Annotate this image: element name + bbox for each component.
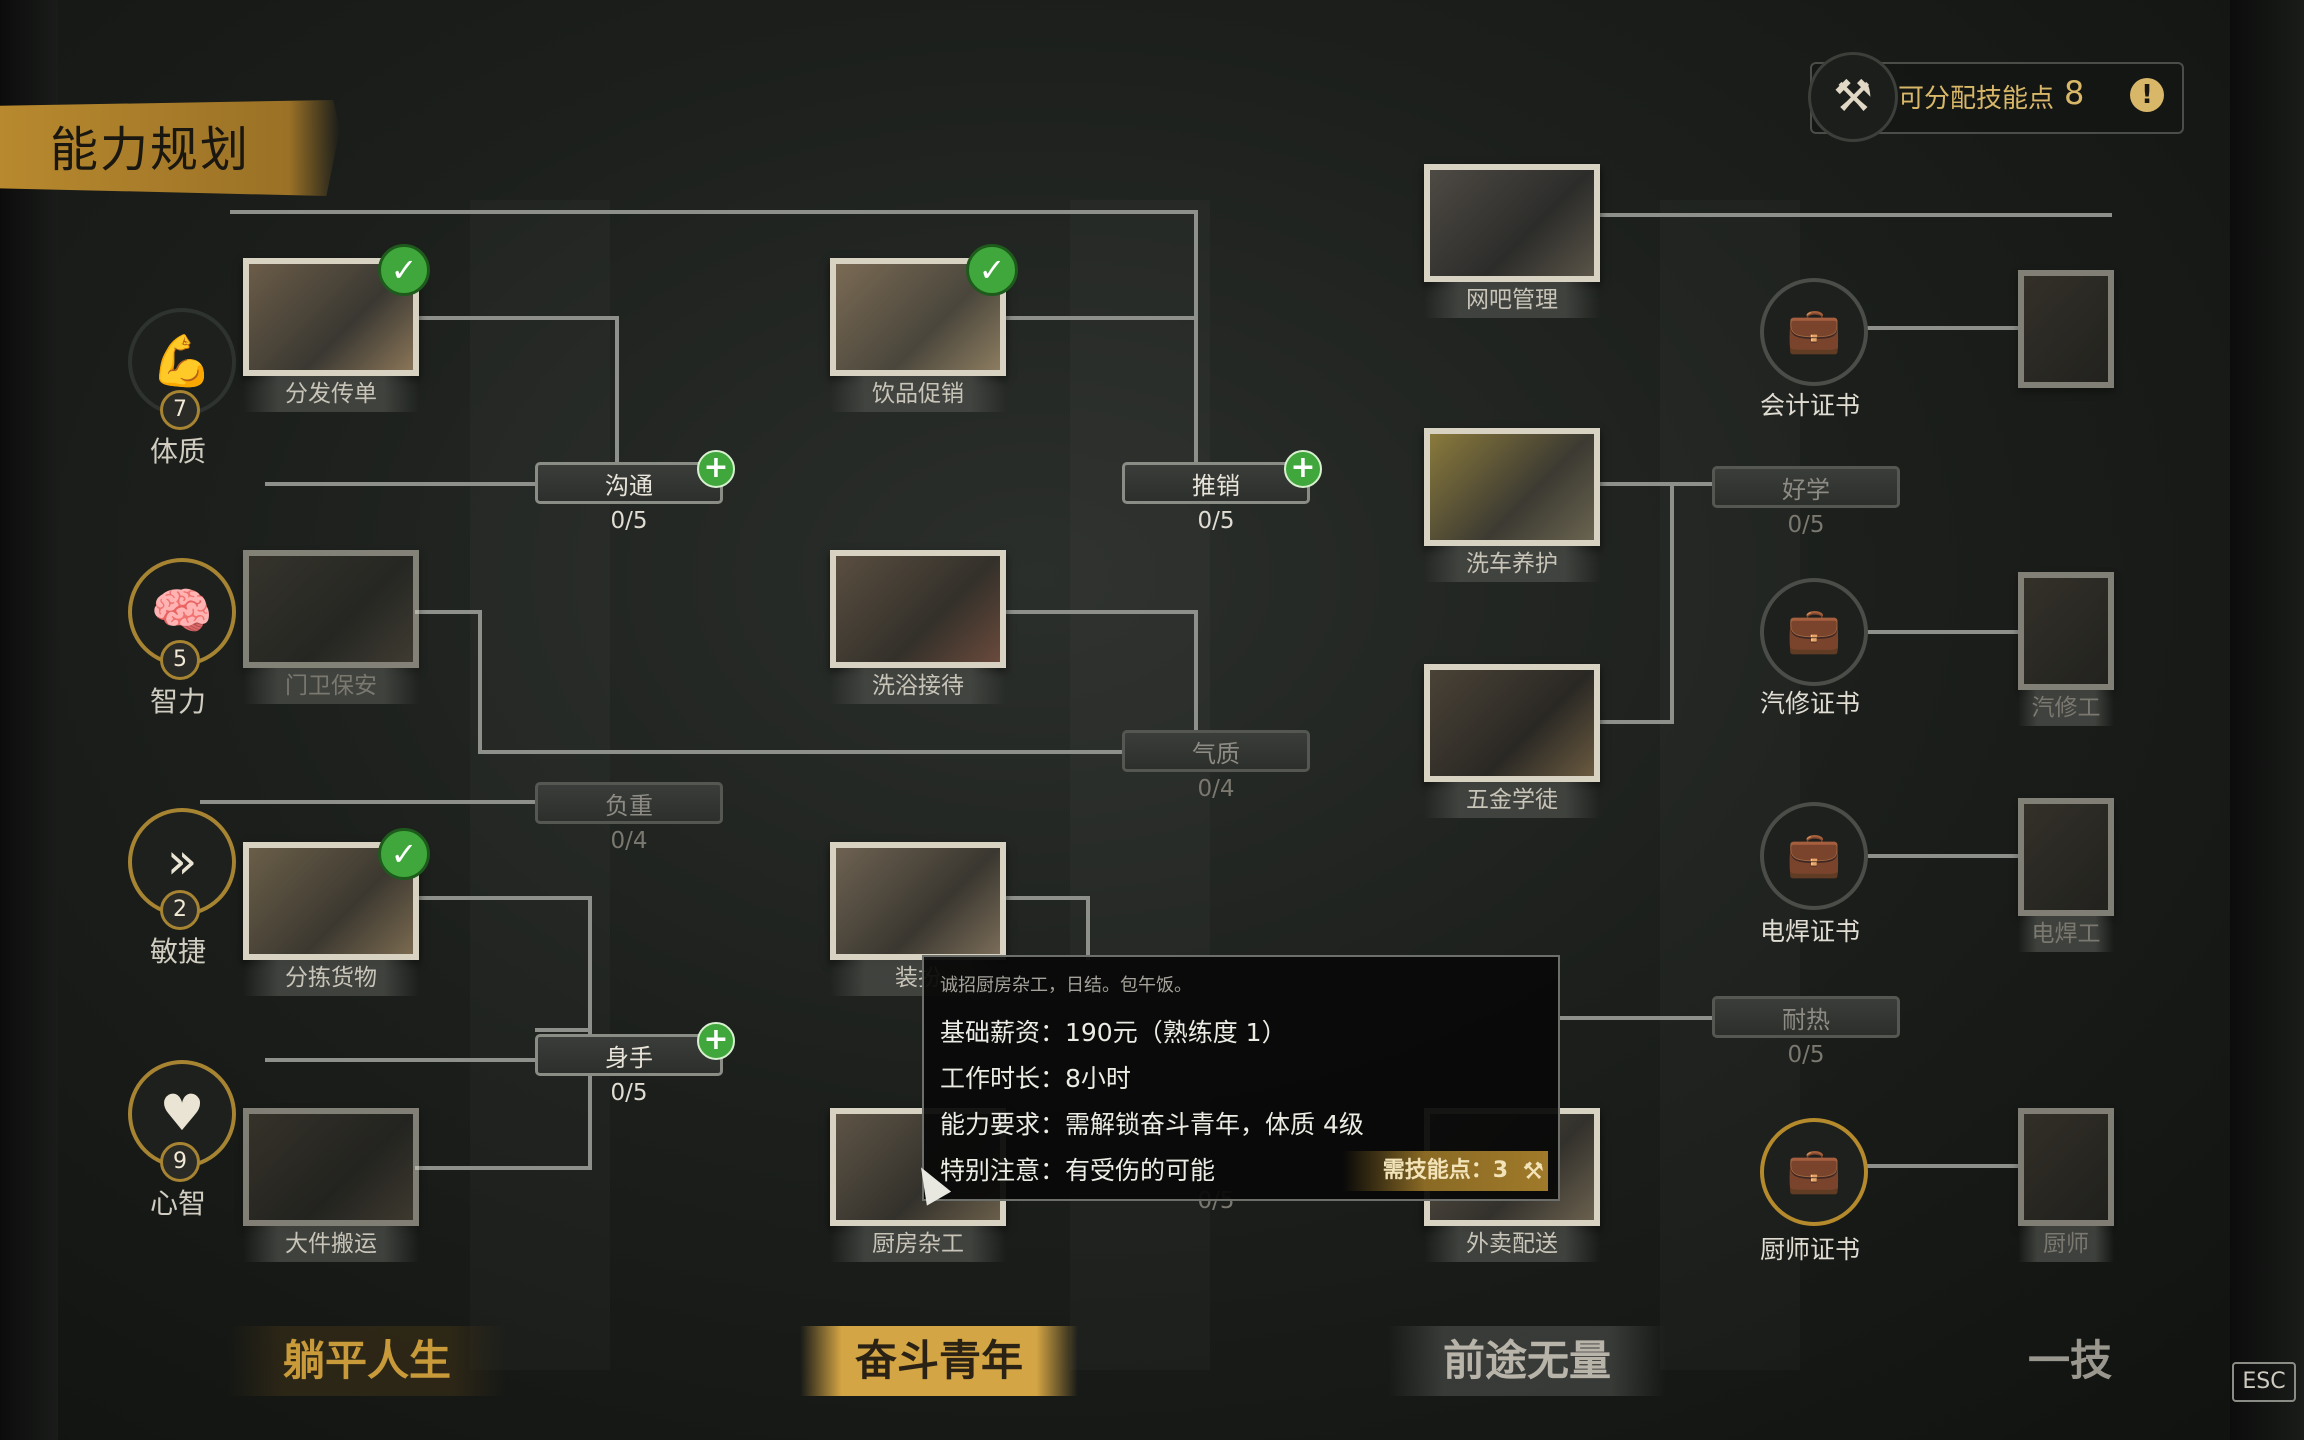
job-label-kitchen: 厨房杂工 bbox=[830, 1226, 1006, 1262]
strength-level-badge: 7 bbox=[160, 390, 200, 430]
job-card-drinks[interactable] bbox=[830, 258, 1006, 376]
era-tab-striving-youth[interactable]: 奋斗青年 bbox=[800, 1326, 1078, 1396]
tooltip-cost: 需技能点：3 bbox=[1342, 1151, 1548, 1191]
check-icon: ✓ bbox=[378, 828, 430, 880]
job-label-auto-mechanic: 汽修工 bbox=[2018, 690, 2114, 726]
certificate-label-welding: 电焊证书 bbox=[1759, 917, 1860, 946]
attribute-label-mind: 心智 bbox=[149, 1187, 206, 1220]
tooltip-intro: 诚招厨房杂工，日结。包午饭。 bbox=[940, 975, 1192, 996]
job-label-delivery: 外卖配送 bbox=[1424, 1226, 1600, 1262]
briefcase-icon[interactable]: 💼 bbox=[1760, 578, 1868, 686]
briefcase-icon[interactable]: 💼 bbox=[1760, 278, 1868, 386]
job-label-gatekeeper: 门卫保安 bbox=[243, 668, 419, 704]
skill-communication[interactable]: 沟通 bbox=[535, 462, 723, 504]
job-label-welder: 电焊工 bbox=[2018, 916, 2114, 952]
job-card-bath[interactable] bbox=[830, 550, 1006, 668]
job-label-carwash: 洗车养护 bbox=[1424, 546, 1600, 582]
check-icon: ✓ bbox=[378, 244, 430, 296]
skill-heat[interactable]: 耐热 bbox=[1712, 996, 1900, 1038]
job-label-hardware: 五金学徒 bbox=[1424, 782, 1600, 818]
skill-sales[interactable]: 推销 bbox=[1122, 462, 1310, 504]
certificate-label-chef: 厨师证书 bbox=[1759, 1235, 1860, 1264]
skill-points-label: 可分配技能点 bbox=[1898, 84, 2055, 114]
intelligence-level-badge: 5 bbox=[160, 640, 200, 680]
job-card-welder[interactable] bbox=[2018, 798, 2114, 916]
title-banner bbox=[0, 100, 340, 196]
job-label-netcafe: 网吧管理 bbox=[1424, 282, 1600, 318]
certificate-label-auto-repair: 汽修证书 bbox=[1759, 689, 1860, 718]
job-card-hardware[interactable] bbox=[1424, 664, 1600, 782]
era-tab-bright-future[interactable]: 前途无量 bbox=[1388, 1326, 1666, 1396]
check-icon: ✓ bbox=[966, 244, 1018, 296]
mind-level-badge: 9 bbox=[160, 1142, 200, 1182]
briefcase-icon[interactable]: 💼 bbox=[1760, 1118, 1868, 1226]
skill-count-load: 0/4 bbox=[610, 828, 648, 854]
tools-icon: ⚒ bbox=[1808, 52, 1898, 142]
job-label-flyer: 分发传单 bbox=[243, 376, 419, 412]
era-tab-lying-flat[interactable]: 躺平人生 bbox=[228, 1326, 506, 1396]
job-card-gatekeeper[interactable] bbox=[243, 550, 419, 668]
job-card-auto-mechanic[interactable] bbox=[2018, 572, 2114, 690]
skill-count-sales: 0/5 bbox=[1197, 508, 1235, 534]
page-title: 能力规划 bbox=[50, 122, 251, 178]
skill-studious[interactable]: 好学 bbox=[1712, 466, 1900, 508]
tooltip-note: 特别注意：有受伤的可能 bbox=[940, 1156, 1216, 1185]
plus-icon[interactable]: + bbox=[697, 450, 735, 488]
job-card-right-1[interactable] bbox=[2018, 270, 2114, 388]
skill-load[interactable]: 负重 bbox=[535, 782, 723, 824]
skill-count-temperament: 0/4 bbox=[1197, 776, 1235, 802]
plus-icon[interactable]: + bbox=[697, 1022, 735, 1060]
skill-count-communication: 0/5 bbox=[610, 508, 648, 534]
job-tooltip: 诚招厨房杂工，日结。包午饭。 基础薪资：190元（熟练度 1） 工作时长：8小时… bbox=[922, 955, 1560, 1201]
job-card-chef[interactable] bbox=[2018, 1108, 2114, 1226]
info-alert-icon[interactable]: ! bbox=[2130, 78, 2164, 112]
tooltip-requirement: 能力要求：需解锁奋斗青年，体质 4级 bbox=[940, 1110, 1364, 1139]
certificate-label-accounting: 会计证书 bbox=[1759, 391, 1860, 420]
attribute-label-agility: 敏捷 bbox=[149, 935, 206, 968]
tooltip-salary: 基础薪资：190元（熟练度 1） bbox=[940, 1018, 1287, 1047]
tools-icon: ⚒ bbox=[1522, 1157, 1544, 1185]
tooltip-hours: 工作时长：8小时 bbox=[940, 1064, 1131, 1093]
job-label-bath: 洗浴接待 bbox=[830, 668, 1006, 704]
left-frame bbox=[0, 0, 58, 1440]
brain-icon[interactable]: 🧠 bbox=[128, 558, 236, 666]
job-label-moving: 大件搬运 bbox=[243, 1226, 419, 1262]
speed-chevron-icon[interactable]: » bbox=[128, 808, 236, 916]
job-card-moving[interactable] bbox=[243, 1108, 419, 1226]
job-card-costume[interactable] bbox=[830, 842, 1006, 960]
plus-icon[interactable]: + bbox=[1284, 450, 1322, 488]
skill-dexterity[interactable]: 身手 bbox=[535, 1034, 723, 1076]
skill-points-value: 8 bbox=[2064, 74, 2085, 112]
job-label-sorting: 分拣货物 bbox=[243, 960, 419, 996]
skill-temperament[interactable]: 气质 bbox=[1122, 730, 1310, 772]
esc-button[interactable]: ESC bbox=[2232, 1362, 2296, 1402]
briefcase-icon[interactable]: 💼 bbox=[1760, 802, 1868, 910]
skill-count-studious: 0/5 bbox=[1787, 512, 1825, 538]
skill-count-dexterity: 0/5 bbox=[610, 1080, 648, 1106]
flexed-arm-icon[interactable]: 💪 bbox=[128, 308, 236, 416]
job-label-chef: 厨师 bbox=[2018, 1226, 2114, 1262]
job-card-netcafe[interactable] bbox=[1424, 164, 1600, 282]
agility-level-badge: 2 bbox=[160, 890, 200, 930]
attribute-label-strength: 体质 bbox=[149, 435, 206, 468]
job-card-carwash[interactable] bbox=[1424, 428, 1600, 546]
era-tab-one-skill[interactable]: 一技 bbox=[2027, 1336, 2112, 1385]
job-label-gatekeeper-text: 门卫保安 bbox=[285, 673, 377, 699]
attribute-label-intelligence: 智力 bbox=[149, 685, 206, 718]
right-frame bbox=[2230, 0, 2304, 1440]
job-label-drinks: 饮品促销 bbox=[830, 376, 1006, 412]
skill-count-heat: 0/5 bbox=[1787, 1042, 1825, 1068]
